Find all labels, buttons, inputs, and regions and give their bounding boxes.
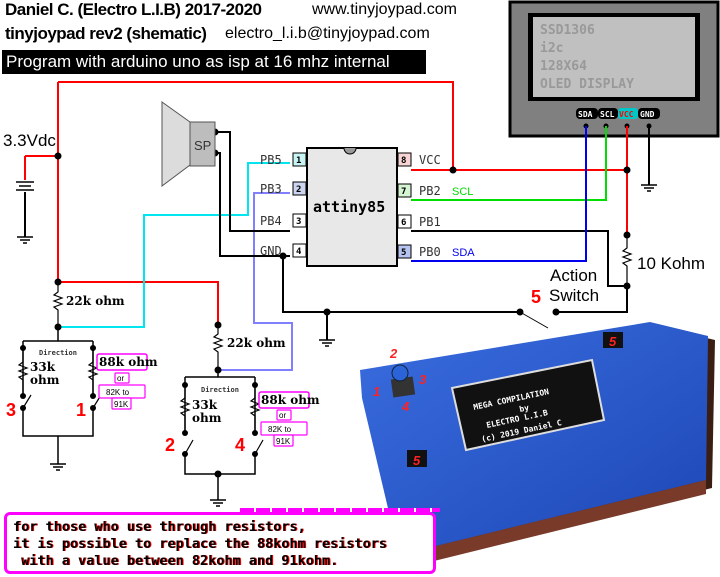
resistor-33k-label: 33k	[30, 360, 56, 374]
author-line: Daniel C. (Electro L.I.B) 2017-2020	[5, 0, 262, 19]
wire-pb1	[411, 230, 627, 287]
wire-scl	[411, 126, 607, 201]
range-label: 91K	[114, 400, 129, 409]
wire-gnd	[282, 256, 520, 313]
direction-label: Direction	[39, 349, 77, 357]
resistor-33k-label: ohm	[30, 373, 60, 387]
pin-number: 2	[296, 185, 301, 195]
pin-number: 3	[296, 217, 301, 227]
pin-label: VCC	[419, 153, 441, 167]
switch-number: 1	[76, 400, 86, 420]
wire-vcc-bus	[57, 82, 219, 325]
pin-label: PB3	[260, 182, 282, 196]
switch-number: 3	[6, 400, 16, 420]
pin-label: PB5	[260, 153, 282, 167]
range-label: 82K to	[268, 425, 292, 434]
joystick-label-right: 3	[419, 372, 427, 387]
junctions	[54, 128, 631, 374]
action-switch-label: Switch	[549, 286, 599, 305]
program-banner: Program with arduino uno as isp at 16 mh…	[2, 50, 426, 74]
oled-pin-vcc: VCC	[619, 110, 634, 119]
switch-number: 2	[165, 435, 175, 455]
device-button-label: 5	[609, 334, 617, 349]
or-label: or	[279, 411, 286, 420]
resistor-note-box: for those who use through resistors, it …	[4, 512, 436, 574]
oled-pin-scl: SCL	[600, 110, 615, 119]
attiny85-chip: attiny85 1 2 3 4 PB5 PB3 PB4 GND 8 7 6 5…	[260, 147, 475, 267]
device-button-label: 5	[413, 453, 421, 468]
tinyjoypad-device: MEGA COMPILATION by ELECTRO L.I.B (c) 20…	[360, 322, 715, 562]
switch-number: 4	[235, 435, 245, 455]
note-decoration	[240, 508, 440, 512]
pin-label: GND	[260, 244, 282, 258]
pin-number: 5	[401, 248, 406, 258]
wire-pb5	[58, 162, 290, 328]
wire-pb3	[218, 192, 293, 371]
pin-label: PB1	[419, 215, 441, 229]
pin-number: 7	[401, 187, 406, 197]
pin-number: 6	[401, 218, 406, 228]
resistor-22k-left	[52, 282, 64, 327]
ground-icon	[17, 236, 33, 244]
title-line: tinyjoypad rev2 (shematic)	[5, 24, 207, 43]
note-line: for those who use through resistors,	[13, 519, 306, 535]
ground-icon	[641, 184, 657, 192]
speaker-label: SP	[194, 138, 211, 153]
resistor-22k-right-label: 22k ohm	[227, 336, 286, 350]
device-screen-line: by	[519, 403, 530, 414]
oled-pin-sda: SDA	[578, 110, 593, 119]
pin-label: PB4	[260, 214, 282, 228]
oled-line: OLED DISPLAY	[540, 77, 634, 92]
chip-name: attiny85	[313, 198, 385, 216]
wires	[24, 81, 650, 371]
scl-signal-label: SCL	[452, 186, 473, 198]
ground-icon	[319, 339, 335, 347]
website-link[interactable]: www.tinyjoypad.com	[312, 1, 457, 18]
resistor-33k-label: ohm	[192, 411, 222, 425]
direction-label: Direction	[201, 386, 239, 394]
pin-number: 8	[401, 156, 406, 166]
resistor-88k-label: 88k ohm	[261, 393, 320, 407]
pin-number: 1	[296, 156, 301, 166]
oled-module: SSD1306 i2c 128X64 OLED DISPLAY SDA SCL …	[508, 0, 720, 138]
resistor-10k	[621, 235, 633, 286]
power-label: 3.3Vdc	[3, 131, 56, 150]
joystick-label-up: 2	[389, 346, 398, 361]
wire-10k-bottom	[556, 286, 628, 313]
note-line: with a value between 82kohm and 91kohm.	[13, 553, 339, 569]
email-link[interactable]: electro_l.i.b@tinyjoypad.com	[225, 25, 430, 42]
action-switch-label: Action	[550, 266, 597, 285]
wire-sda	[411, 126, 587, 262]
pin-number: 4	[296, 247, 302, 257]
range-label: 91K	[276, 437, 291, 446]
sda-signal-label: SDA	[452, 247, 475, 259]
resistor-10k-label: 10 Kohm	[637, 254, 705, 273]
joystick-label-left: 1	[373, 384, 380, 399]
wire-speaker-top	[215, 131, 290, 232]
oled-pin-gnd: GND	[640, 110, 655, 119]
note-line: it is possible to replace the 88kohm res…	[13, 536, 387, 552]
speaker-icon	[161, 101, 216, 187]
or-label: or	[117, 374, 124, 383]
oled-line: 128X64	[540, 59, 587, 74]
wire-vcc	[58, 81, 454, 170]
oled-line: SSD1306	[540, 23, 595, 38]
joystick-label-down: 4	[401, 399, 410, 414]
ground-icon	[50, 463, 66, 471]
direction-group-left	[17, 327, 102, 464]
range-label: 82K to	[106, 388, 130, 397]
pin-label: PB2	[419, 184, 441, 198]
resistor-88k-label: 88k ohm	[99, 355, 158, 369]
oled-line: i2c	[540, 41, 563, 56]
ground-icon	[210, 499, 226, 507]
resistor-33k-label: 33k	[192, 398, 218, 412]
battery-symbol	[16, 156, 34, 191]
action-switch-number: 5	[531, 287, 541, 307]
resistor-22k-right	[212, 325, 224, 370]
resistor-22k-left-label: 22k ohm	[66, 294, 125, 308]
pin-label: PB0	[419, 245, 441, 259]
wire-speaker-bottom	[215, 152, 290, 257]
